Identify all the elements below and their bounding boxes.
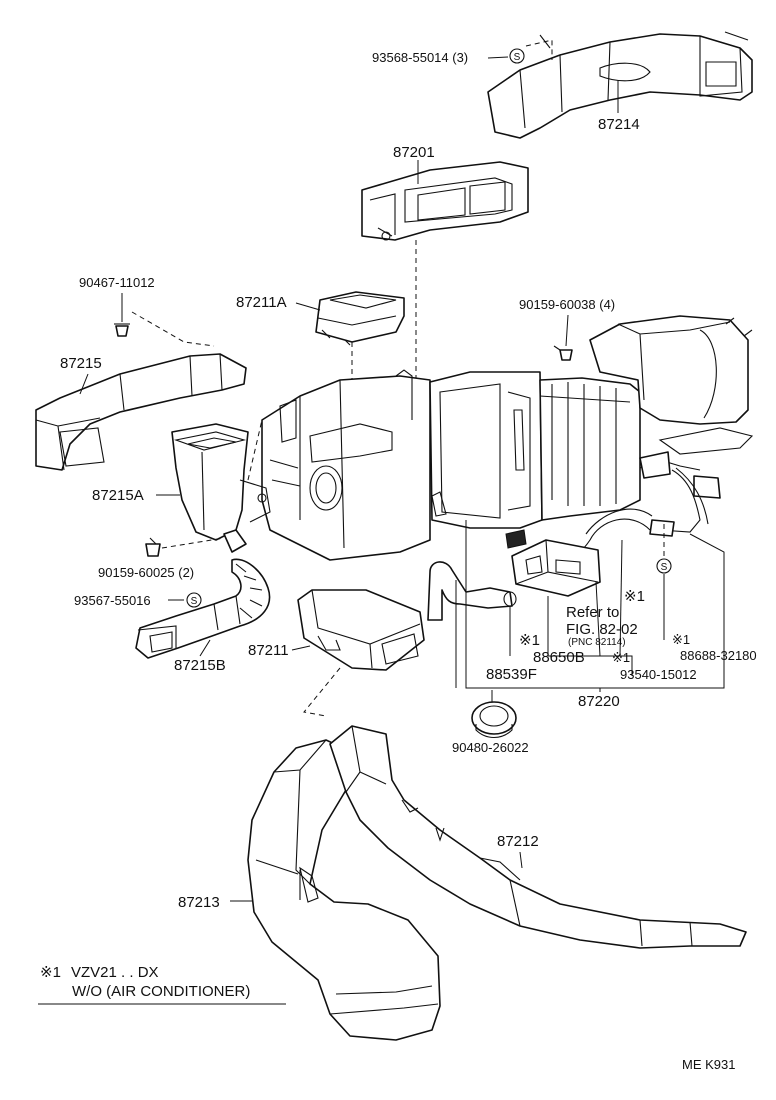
refer-line-1[interactable]: Refer to <box>566 604 619 621</box>
footnote-mark-88688: ※1 <box>672 632 690 647</box>
duct-87215B <box>135 558 271 659</box>
label-87215A: 87215A <box>92 487 144 504</box>
footnote-line-1: VZV21 . . DX <box>71 964 159 981</box>
label-87213: 87213 <box>178 894 220 911</box>
label-87211A: 87211A <box>236 294 287 311</box>
page-code: ME K931 <box>682 1057 735 1072</box>
duct-87214 <box>487 31 753 139</box>
footnote-block: ※1 VZV21 . . DX W/O (AIR CONDITIONER) <box>38 964 286 1005</box>
footnote-mark-legend: ※1 <box>40 964 61 981</box>
svg-text:S: S <box>514 52 521 63</box>
duct-87215A <box>171 423 271 553</box>
clip-s-symbol-93567: S <box>186 592 202 608</box>
label-90480-26022: 90480-26022 <box>452 740 529 755</box>
screw-90159-60025 <box>145 537 161 557</box>
duct-87213 <box>247 739 441 1041</box>
footnote-line-2: W/O (AIR CONDITIONER) <box>72 983 250 1000</box>
label-93540-15012: 93540-15012 <box>620 667 697 682</box>
duct-87215 <box>35 353 247 471</box>
hose-88539F <box>427 561 517 621</box>
screw-90159-60038 <box>553 345 573 361</box>
blower-motor <box>589 315 754 455</box>
label-90159-60038: 90159-60038 (4) <box>519 297 615 312</box>
refer-line-3[interactable]: (PNC 82114) <box>568 637 626 648</box>
refer-line-2[interactable]: FIG. 82-02 <box>566 621 638 638</box>
label-87220: 87220 <box>578 693 620 710</box>
footnote-mark-88650B: ※1 <box>519 632 540 649</box>
register-87201 <box>361 161 529 241</box>
footnote-mark-resistor: ※1 <box>624 588 645 605</box>
label-93568-55014: 93568-55014 (3) <box>372 50 468 65</box>
label-93567-55016: 93567-55016 <box>74 593 151 608</box>
label-87215: 87215 <box>60 355 102 372</box>
label-88688-32180: 88688-32180 <box>680 648 757 663</box>
heater-unit <box>261 369 641 561</box>
resistor-87220 <box>505 529 601 597</box>
footnote-mark-93540: ※1 <box>612 650 630 665</box>
label-90467-11012: 90467-11012 <box>79 275 155 290</box>
svg-text:S: S <box>191 596 198 607</box>
label-87215B: 87215B <box>174 657 226 674</box>
label-88539F: 88539F <box>486 666 537 683</box>
label-87211: 87211 <box>248 642 289 659</box>
clip-90467 <box>114 323 130 337</box>
clip-s-symbol-top: S <box>509 48 525 64</box>
duct-87212 <box>329 725 747 949</box>
label-87201: 87201 <box>393 144 435 161</box>
label-87214: 87214 <box>598 116 640 133</box>
svg-text:S: S <box>661 562 668 573</box>
nozzle-87211A <box>315 291 405 346</box>
grommet-90480 <box>471 701 517 739</box>
label-87212: 87212 <box>497 833 539 850</box>
label-88650B: 88650B <box>533 649 585 666</box>
clip-s-symbol-93540: S <box>656 558 672 574</box>
label-90159-60025: 90159-60025 (2) <box>98 565 194 580</box>
nozzle-87211 <box>297 589 425 671</box>
